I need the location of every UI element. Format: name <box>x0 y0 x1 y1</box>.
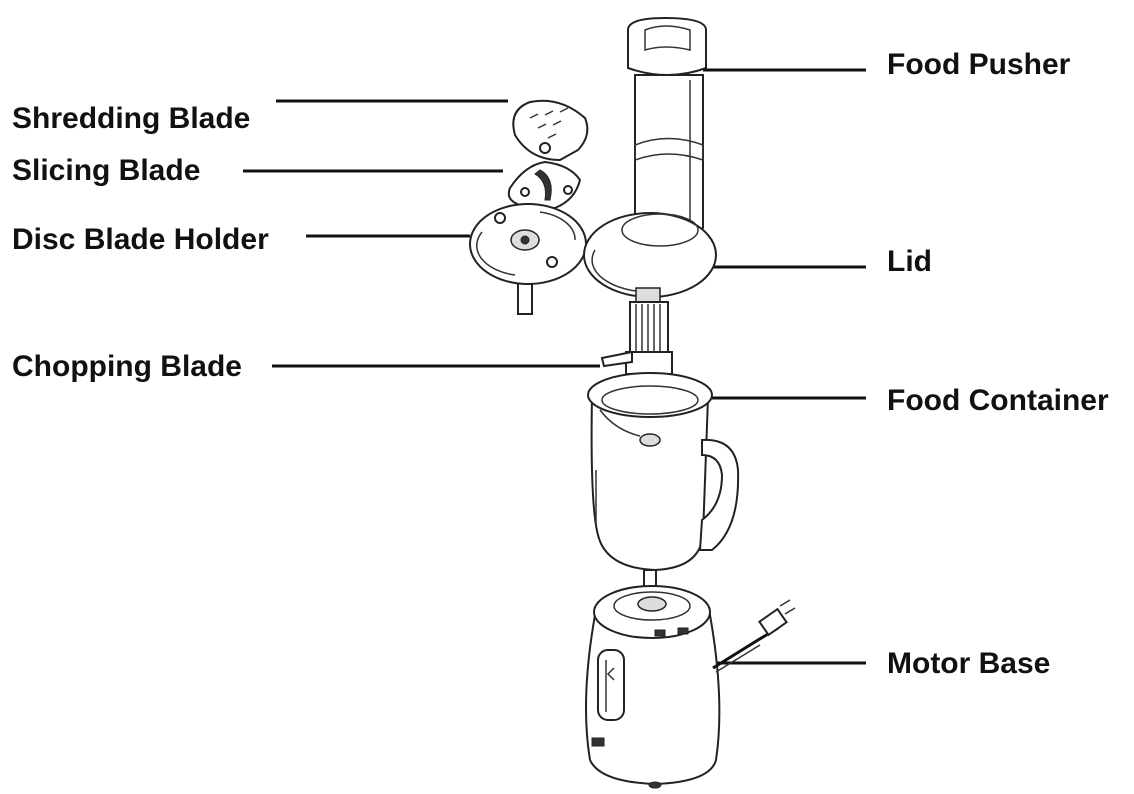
label-shredding-blade: Shredding Blade <box>12 102 251 135</box>
disc-blade-holder-part <box>469 203 587 315</box>
leader-lines <box>243 68 866 665</box>
label-food-pusher: Food Pusher <box>887 48 1071 81</box>
motor-base-part <box>585 569 796 789</box>
label-motor-base: Motor Base <box>887 647 1051 680</box>
label-disc-blade-holder: Disc Blade Holder <box>12 223 269 256</box>
label-food-container: Food Container <box>887 384 1109 417</box>
label-chopping-blade: Chopping Blade <box>12 350 242 383</box>
food-pusher-part <box>627 16 707 236</box>
chopping-blade-part <box>600 301 673 375</box>
label-lid: Lid <box>887 245 932 278</box>
shredding-blade-part <box>512 99 589 162</box>
slicing-blade-part <box>507 160 582 210</box>
lid-part <box>583 212 717 303</box>
label-slicing-blade: Slicing Blade <box>12 154 201 187</box>
food-container-part <box>587 372 740 572</box>
